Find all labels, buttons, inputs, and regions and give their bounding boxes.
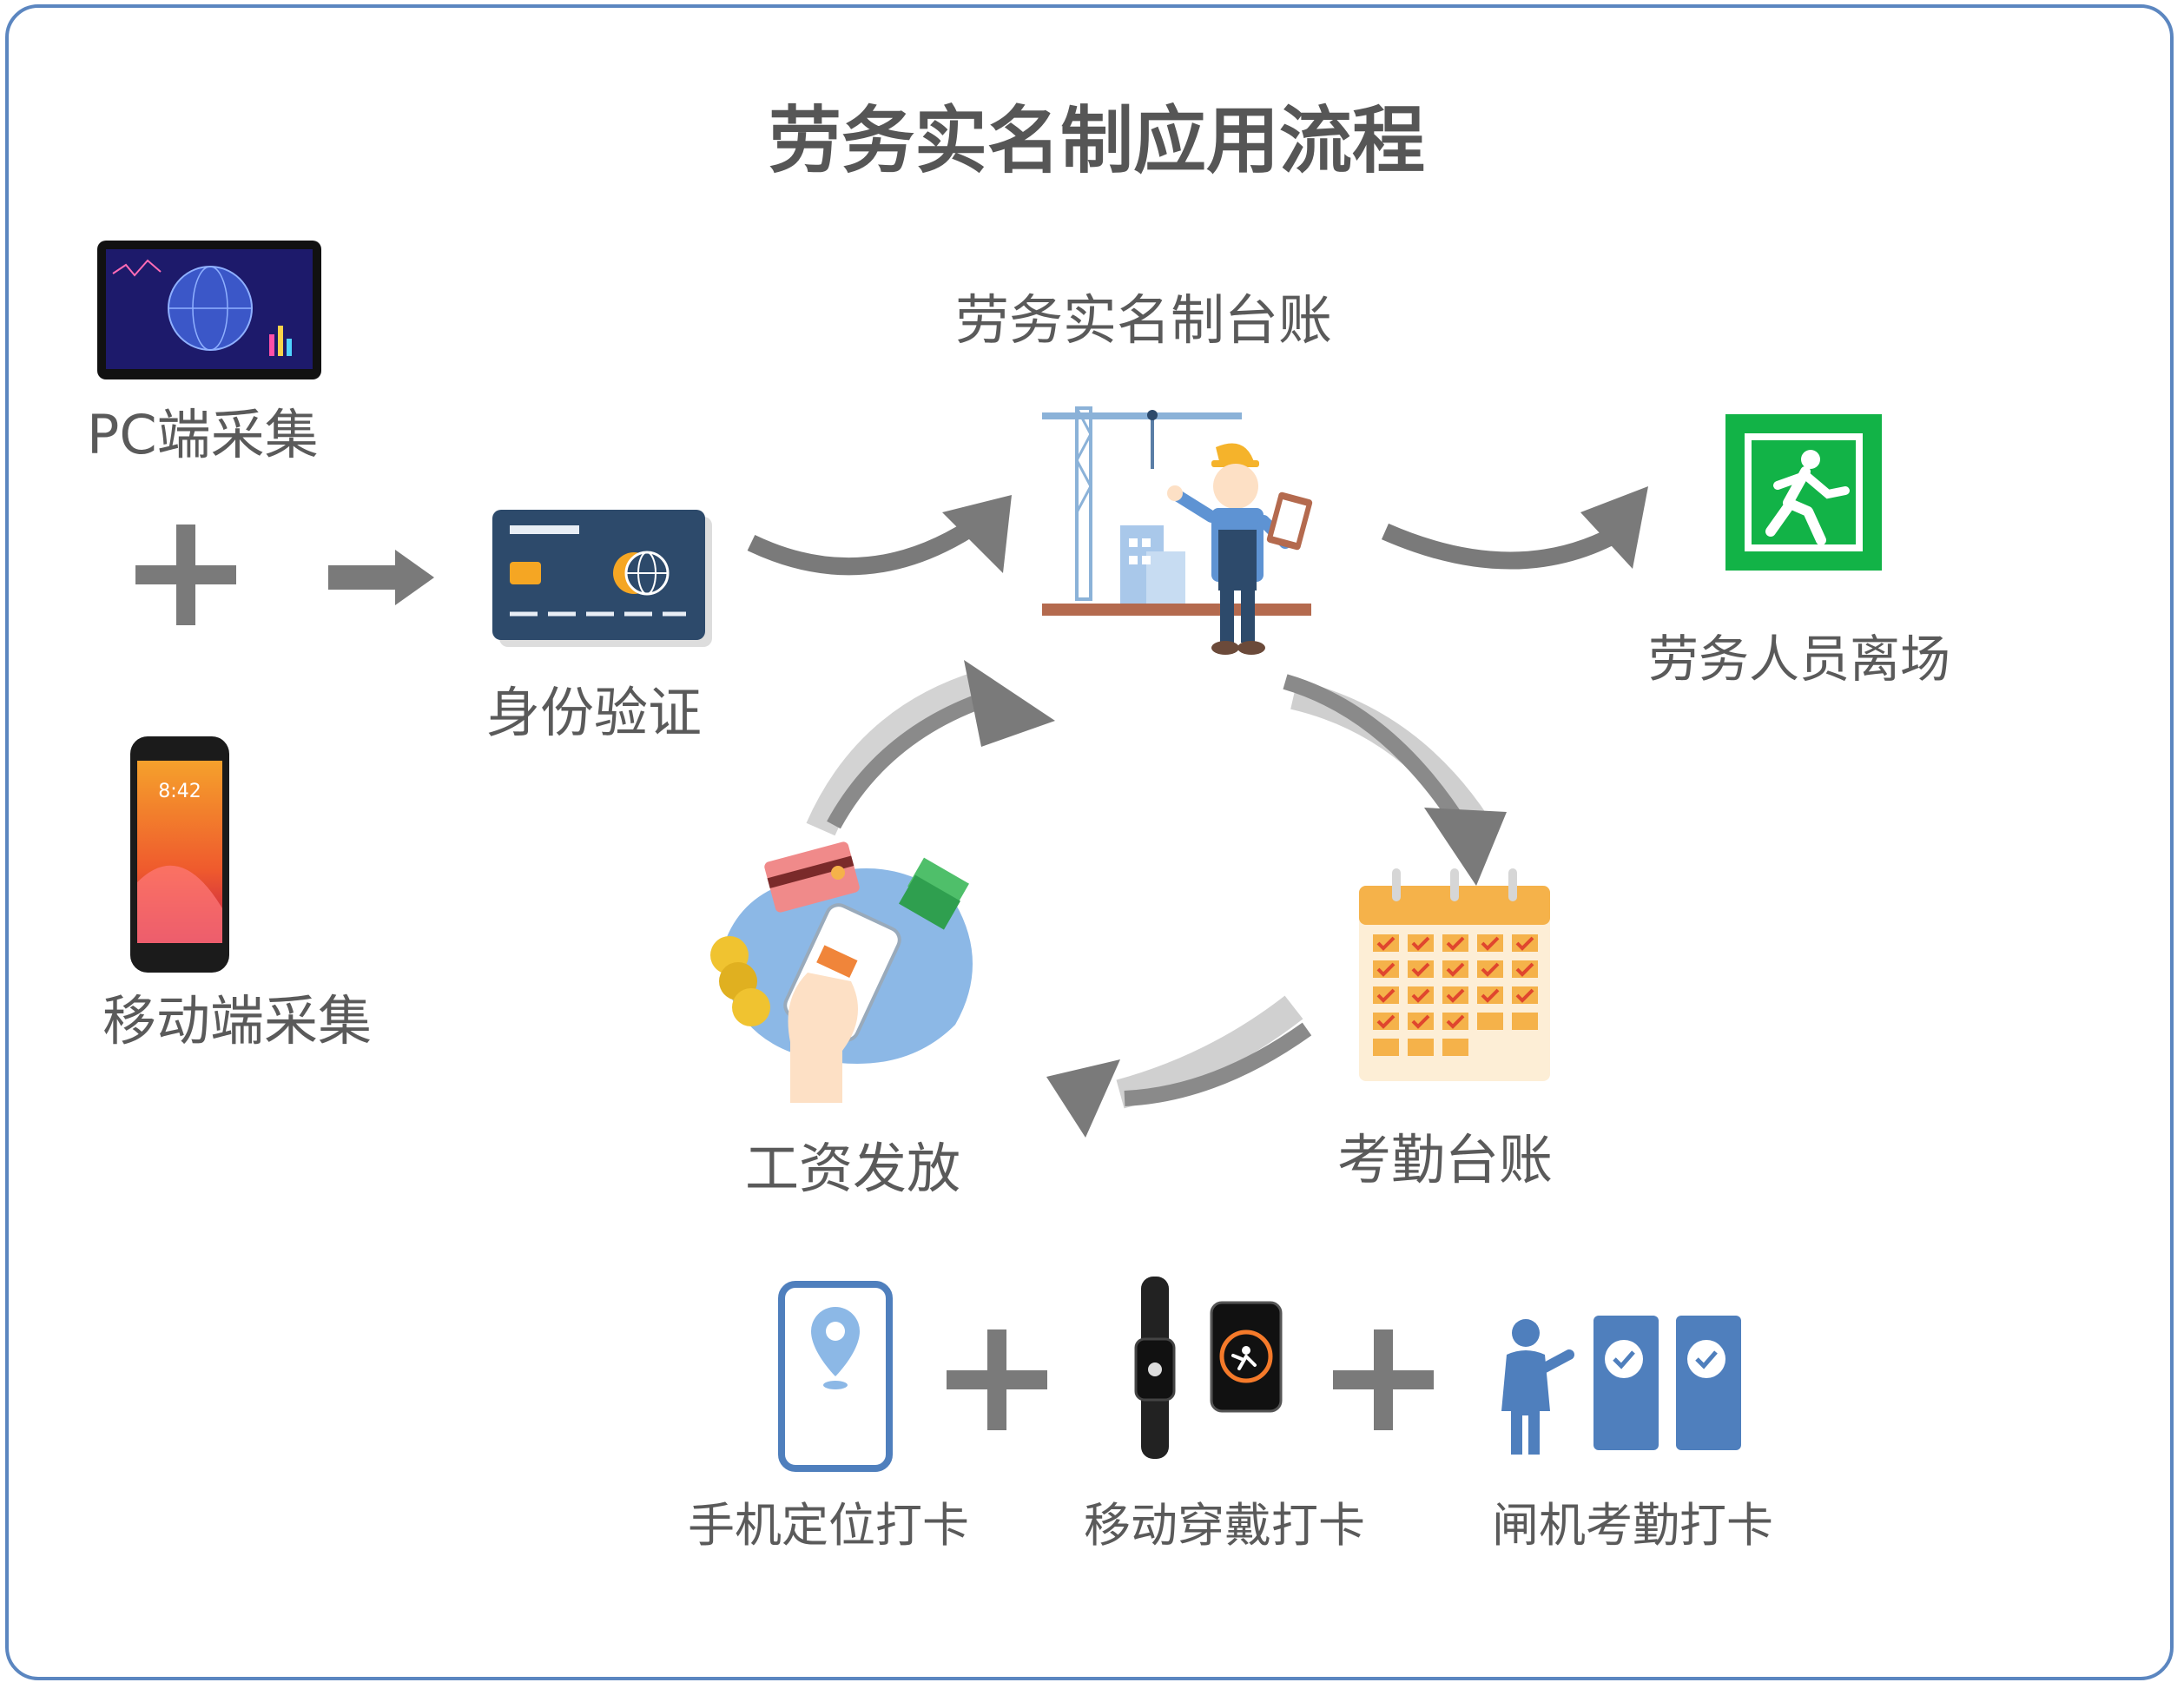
ledger-label: 劳务实名制台账 [955, 288, 1333, 352]
calendar-icon [1359, 868, 1550, 1081]
curved-arrow-ledger-to-attendance [1283, 674, 1507, 886]
attendance-ledger-label: 考勤台账 [1337, 1128, 1554, 1191]
identity-verify-label: 身份验证 [486, 681, 703, 744]
curved-arrow-ledger-to-exit [1381, 486, 1648, 570]
gate-label: 闸机考勤打卡 [1492, 1498, 1773, 1553]
wearable-device-icon [1134, 1277, 1283, 1459]
mobile-phone-icon: 8:42 [130, 736, 229, 973]
curved-arrow-identity-to-ledger [747, 495, 1012, 576]
diagram-title: 劳务实名制应用流程 [769, 98, 1426, 183]
curved-arrow-salary-to-ledger [806, 660, 1055, 836]
gate-turnstile-icon [1501, 1316, 1741, 1455]
construction-worker-icon [1042, 406, 1313, 655]
exit-label: 劳务人员离场 [1648, 630, 1951, 689]
salary-payment-icon [710, 841, 973, 1103]
plus-icon-left [135, 525, 236, 625]
phone-location-icon [778, 1281, 893, 1472]
wearable-label: 移动穿戴打卡 [1084, 1498, 1365, 1553]
arrow-right-to-identity [328, 550, 434, 605]
salary-payment-label: 工资发放 [745, 1137, 961, 1200]
diagram-frame [5, 4, 2174, 1680]
plus-icon-bottom-1 [947, 1329, 1047, 1430]
curved-arrow-attendance-to-salary [1046, 995, 1312, 1138]
id-card-icon [492, 510, 712, 647]
mobile-collect-label: 移动端采集 [102, 989, 373, 1052]
pc-monitor-icon [97, 241, 321, 379]
plus-icon-bottom-2 [1333, 1329, 1434, 1430]
phone-time: 8:42 [158, 781, 201, 802]
pc-collect-label: PC端采集 [87, 403, 319, 466]
exit-sign-icon [1725, 414, 1882, 571]
phone-location-label: 手机定位打卡 [688, 1498, 969, 1553]
